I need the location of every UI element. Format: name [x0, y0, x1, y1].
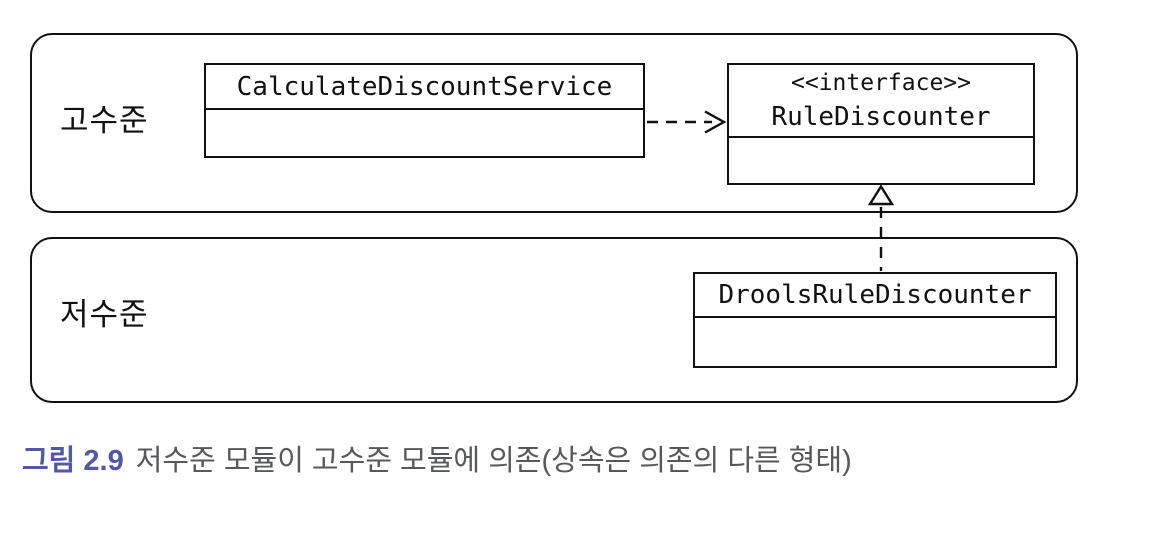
interface-name-rule-discounter: RuleDiscounter: [771, 101, 991, 132]
interface-name-compartment: <<interface>> RuleDiscounter: [729, 65, 1033, 138]
class-empty-compartment: [695, 318, 1055, 366]
interface-box-rule-discounter: <<interface>> RuleDiscounter: [727, 63, 1035, 185]
figure-caption-text: 저수준 모듈이 고수준 모듈에 의존(상속은 의존의 다른 형태): [135, 445, 852, 477]
interface-empty-compartment: [729, 138, 1033, 183]
class-box-drools-rule-discounter: DroolsRuleDiscounter: [693, 272, 1057, 368]
class-empty-compartment: [206, 110, 643, 156]
interface-stereotype: <<interface>>: [790, 69, 971, 96]
class-name-compartment: CalculateDiscountService: [206, 65, 643, 110]
class-box-calculate-discount-service: CalculateDiscountService: [204, 63, 645, 158]
high-level-band-label: 고수준: [60, 103, 149, 138]
figure-caption: 그림 2.9 저수준 모듈이 고수준 모듈에 의존(상속은 의존의 다른 형태): [22, 442, 852, 480]
low-level-band-label: 저수준: [60, 297, 149, 332]
figure-caption-number: 그림 2.9: [22, 445, 124, 477]
class-name-drools-rule-discounter: DroolsRuleDiscounter: [718, 280, 1032, 310]
class-name-compartment: DroolsRuleDiscounter: [695, 274, 1055, 318]
class-name-calculate-discount-service: CalculateDiscountService: [236, 71, 613, 102]
